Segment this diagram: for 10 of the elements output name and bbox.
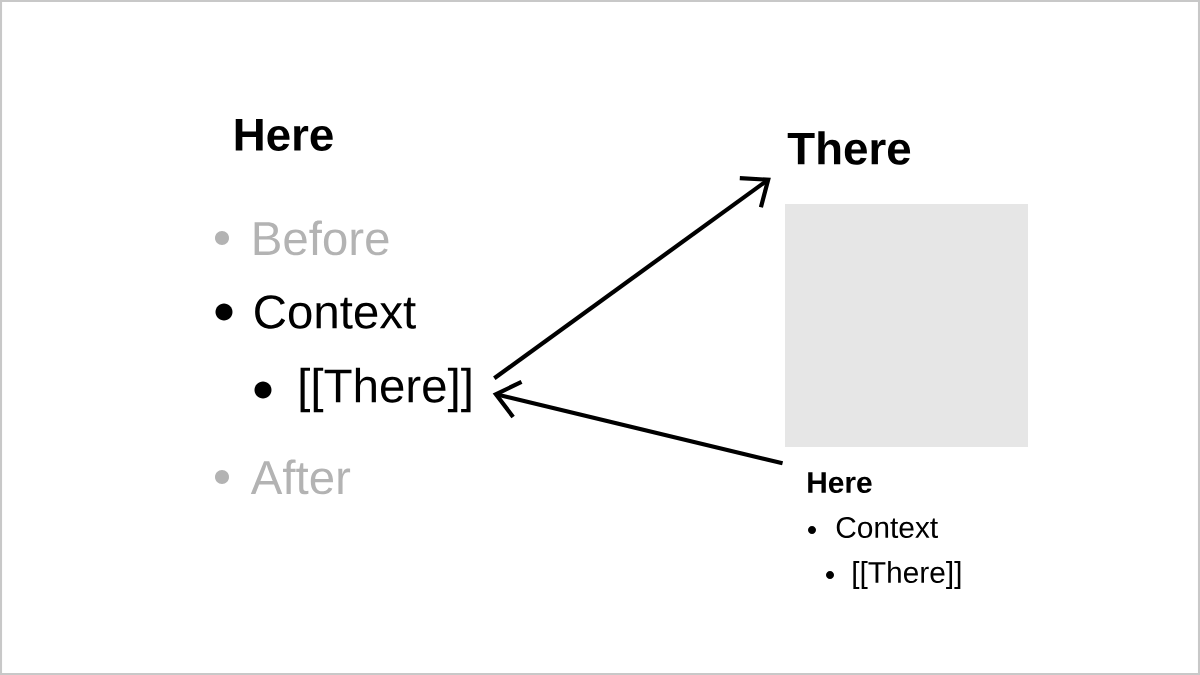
- heading-text: There: [787, 131, 911, 165]
- image-placeholder: [785, 204, 1028, 447]
- backlinks-text: Here Context [[There]]: [808, 472, 961, 589]
- arrow: [492, 380, 784, 466]
- list-item: Context: [255, 295, 416, 329]
- link-text: [[There]]: [300, 367, 471, 413]
- heading-text: Here: [235, 119, 333, 151]
- list-item: After: [250, 459, 351, 495]
- list-item: Before: [254, 220, 389, 256]
- arrow: [493, 175, 771, 380]
